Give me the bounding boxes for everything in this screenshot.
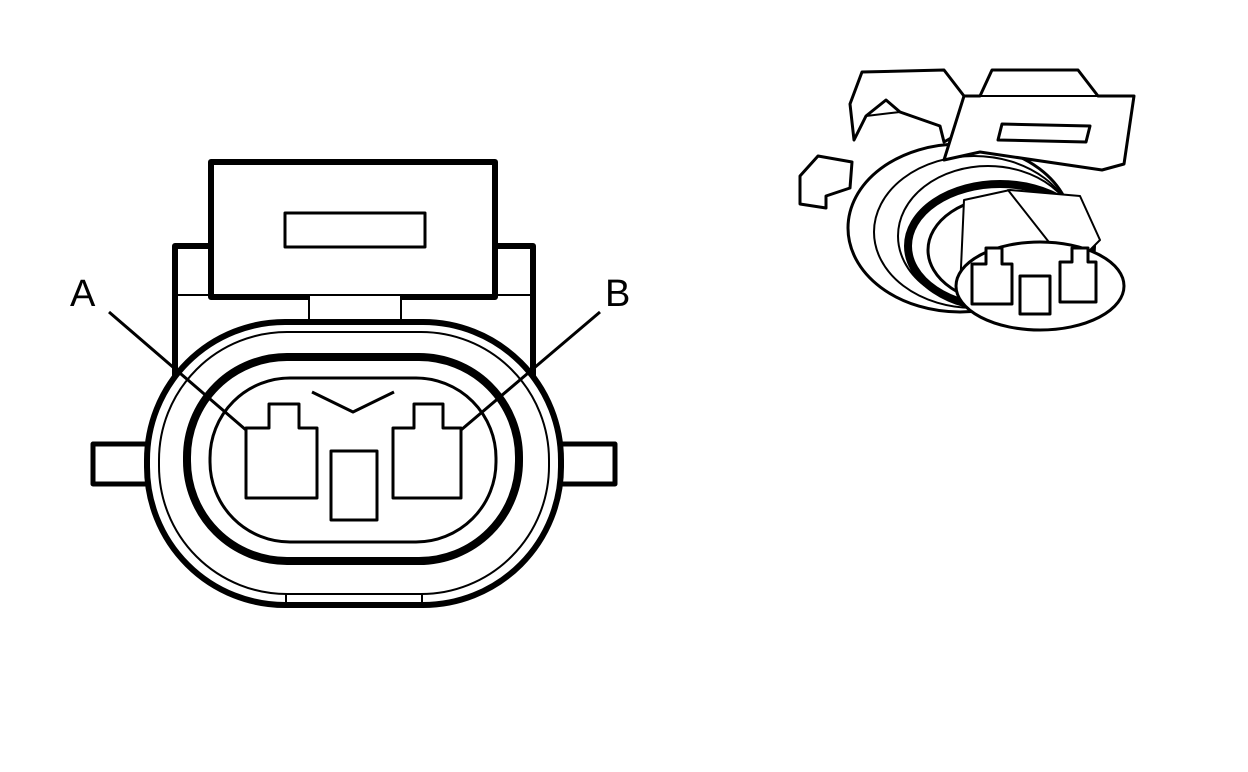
iso-latch-arm-detail [865,111,941,127]
connector-isometric-view [798,68,1136,332]
terminal-b [391,402,463,500]
iso-side-tab [798,154,854,210]
iso-terminal-b [1058,246,1098,304]
iso-terminal-a [970,246,1014,306]
iso-latch-arm [848,68,966,144]
key-notch [311,390,395,414]
iso-lock-block [942,68,1136,172]
terminal-a [244,402,319,500]
leader-line-a [108,310,247,432]
callout-label-a: A [70,273,96,315]
iso-center-key [1018,274,1052,316]
center-key [329,449,379,522]
callout-label-b: B [605,273,630,315]
leader-line-b [460,310,601,432]
outer-shell-inner-edge [158,331,550,595]
lock-window [283,211,427,249]
connector-front-view [90,159,618,608]
iso-nose-rib [1007,189,1053,247]
callouts: A B [70,273,630,432]
iso-lock-window [996,122,1092,144]
